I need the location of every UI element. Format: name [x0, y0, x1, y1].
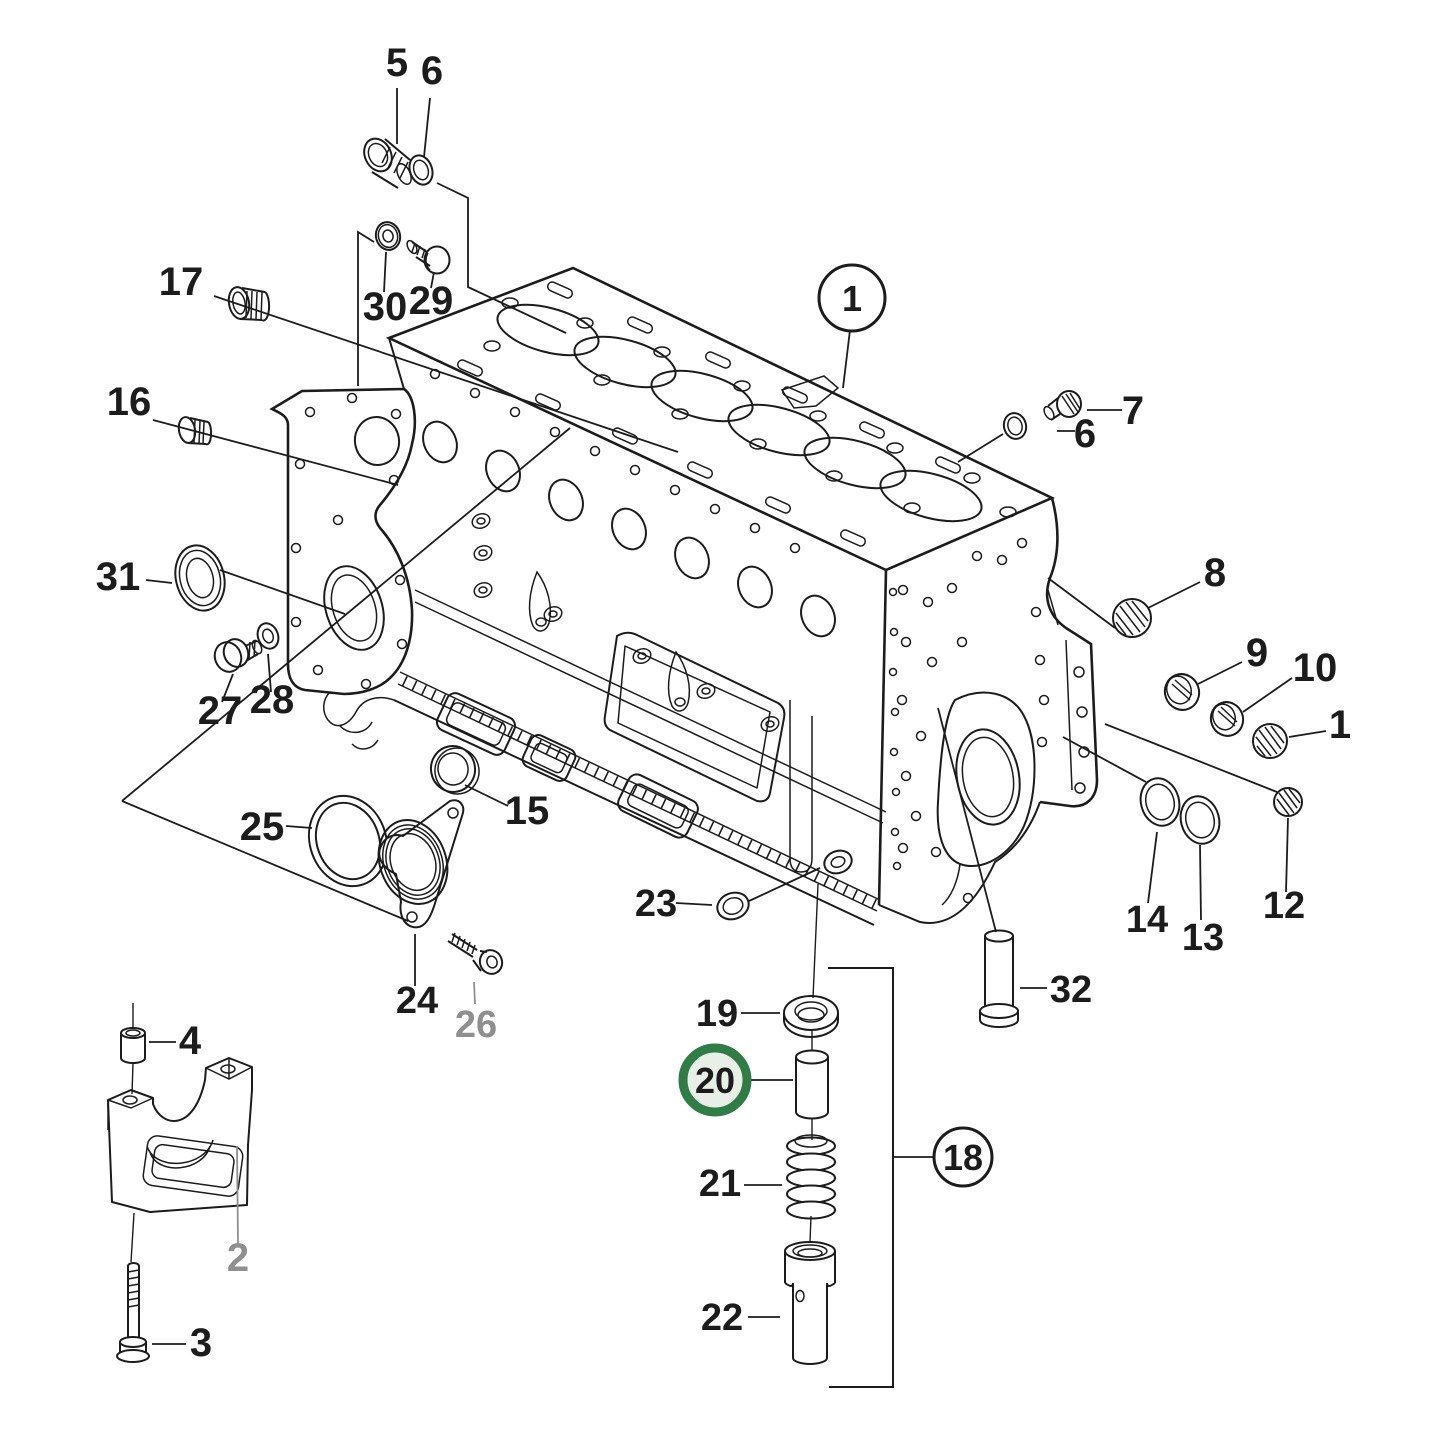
part-25-oring — [307, 794, 389, 888]
leader-26-muted — [473, 981, 476, 1005]
part-12-plug — [1273, 787, 1303, 817]
deck-bolt-holes — [483, 297, 1017, 518]
side-windows — [435, 692, 699, 839]
callout-29: 29 — [409, 279, 454, 323]
callout-15: 15 — [505, 789, 550, 833]
callout-23: 23 — [635, 883, 677, 925]
callout-31: 31 — [96, 555, 141, 599]
callout-32: 32 — [1050, 969, 1092, 1011]
callout-13: 13 — [1182, 917, 1224, 959]
callout-1-plain: 1 — [1329, 703, 1351, 747]
rear-face-holes — [888, 537, 1050, 904]
part-21-spring — [786, 1134, 836, 1220]
callout-18-circled: 18 — [932, 1126, 994, 1188]
part-2-bearing-cap — [107, 1057, 253, 1213]
part-26-bolt — [447, 932, 504, 975]
part-31-seal-ring — [174, 544, 226, 612]
callout-1-circled-label: 1 — [842, 278, 862, 319]
callout-2: 2 — [227, 1236, 249, 1280]
callout-24: 24 — [396, 980, 438, 1022]
side-recess — [603, 631, 786, 803]
camshaft-bore — [353, 416, 401, 466]
part-13-bushing — [1179, 795, 1221, 845]
part-28-washer — [256, 622, 280, 650]
part-17-cup-plug — [227, 286, 271, 322]
part-29-plug — [406, 239, 451, 275]
dipstick-channel — [789, 700, 813, 873]
callout-26: 26 — [455, 1004, 497, 1046]
callout-27: 27 — [198, 689, 243, 733]
gasket-hatch — [401, 676, 881, 911]
part-22-tappet-body — [784, 1241, 836, 1365]
assembly-18-bracket — [828, 967, 894, 1388]
part-10-cup-plug — [1209, 701, 1245, 737]
callouts: 5 6 17 30 29 16 31 27 28 7 6 8 9 10 1 15… — [96, 41, 1351, 1365]
part-20-sleeve — [795, 1049, 829, 1120]
part-1-plug — [1252, 723, 1288, 759]
tappet-ports — [422, 420, 836, 638]
part-23-seal-ring — [716, 891, 750, 921]
callout-8: 8 — [1204, 551, 1226, 595]
part-6-right-oring — [1002, 412, 1028, 440]
leader-2-muted — [236, 1145, 239, 1245]
part-5-threaded-plug — [363, 137, 412, 189]
part-6-top-oring — [408, 154, 434, 186]
callout-1-circled: 1 — [817, 263, 887, 333]
callout-19: 19 — [696, 993, 738, 1035]
part-7-plug — [1043, 390, 1082, 421]
part-30-washer — [374, 221, 402, 251]
callout-18-circled-label: 18 — [943, 1137, 983, 1178]
callout-16: 16 — [107, 380, 152, 424]
callout-14: 14 — [1126, 899, 1168, 941]
callout-20-highlighted-label: 20 — [695, 1060, 735, 1101]
timing-cover-plate — [269, 337, 417, 696]
block-front-face — [323, 368, 888, 926]
loose-parts — [107, 137, 1303, 1365]
leader-lines — [121, 88, 1327, 1388]
callout-17: 17 — [159, 260, 204, 304]
deck-coolant-slots — [456, 281, 962, 547]
callout-3: 3 — [190, 1321, 212, 1365]
cylinder-deck — [385, 266, 1056, 572]
highlight-circle-20 — [678, 1043, 752, 1117]
part-15-bushing — [429, 745, 480, 795]
part-19-washer — [783, 995, 839, 1038]
callout-9: 9 — [1246, 631, 1268, 675]
callout-22: 22 — [701, 1297, 743, 1339]
crankshaft-bore — [323, 565, 385, 651]
rear-flange-holes — [1073, 666, 1090, 794]
callout-25: 25 — [240, 805, 285, 849]
rear-seal-recess — [936, 691, 1036, 867]
callout-21: 21 — [699, 1163, 741, 1205]
part-14-bushing — [1139, 777, 1181, 827]
block-rear-face — [878, 497, 1099, 924]
callout-20-highlighted: 20 — [678, 1043, 752, 1117]
part-27-hex-plug — [213, 638, 263, 673]
deck-notch — [780, 375, 840, 409]
engine-block — [269, 266, 1099, 926]
callout-30: 30 — [363, 285, 408, 329]
front-face-bosses — [471, 512, 853, 875]
callout-4: 4 — [179, 1019, 202, 1063]
callout-12: 12 — [1263, 885, 1305, 927]
part-24-seal-flange — [377, 799, 465, 929]
part-9-cup-plug — [1163, 673, 1201, 711]
part-3-bolt — [116, 1262, 150, 1363]
part-4-spacer — [120, 1027, 146, 1064]
plate-bolt-holes — [290, 392, 408, 690]
callout-7: 7 — [1122, 389, 1144, 433]
callout-5: 5 — [386, 41, 408, 85]
callout-10: 10 — [1293, 646, 1338, 690]
part-8-plug — [1112, 598, 1152, 638]
callout-6-right: 6 — [1074, 412, 1096, 456]
callout-28: 28 — [250, 678, 295, 722]
callout-6-top: 6 — [421, 49, 443, 93]
part-32-dowel-pin — [979, 929, 1019, 1028]
